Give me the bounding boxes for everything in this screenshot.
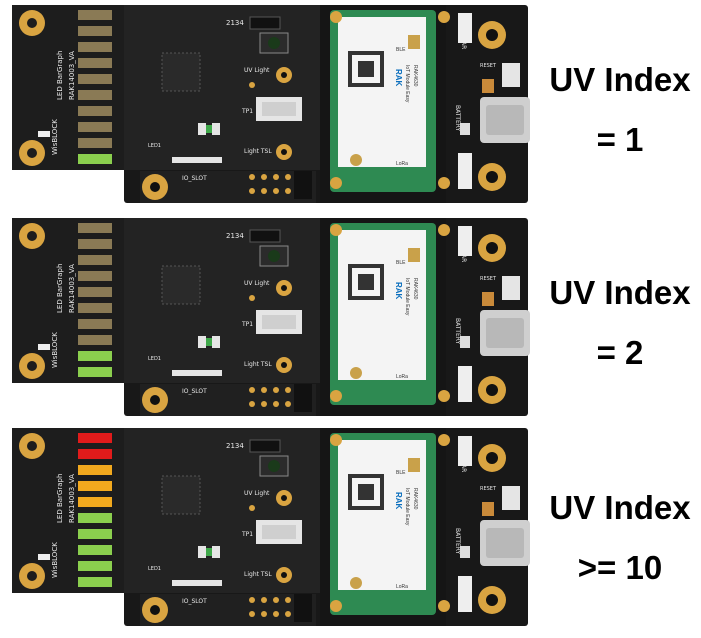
- led-segment-3: [78, 255, 112, 265]
- led-segment-10: [78, 577, 112, 587]
- led-segment-6: [78, 513, 112, 523]
- led-segment-5: [78, 74, 112, 84]
- led-segment-4: [78, 481, 112, 491]
- led-segment-4: [78, 271, 112, 281]
- svg-text:LED BarGraph: LED BarGraph: [56, 51, 64, 100]
- svg-text:RAK14003_VA: RAK14003_VA: [68, 51, 76, 100]
- svg-text:RAK14003_VA: RAK14003_VA: [68, 264, 76, 313]
- led-segment-9: [78, 138, 112, 148]
- svg-text:BLE: BLE: [396, 260, 406, 266]
- svg-text:2134: 2134: [226, 442, 244, 450]
- svg-text:RAK14003_VA: RAK14003_VA: [68, 474, 76, 523]
- led-segment-4: [78, 58, 112, 68]
- svg-text:BATTERY: BATTERY: [454, 528, 461, 555]
- led-segment-8: [78, 545, 112, 555]
- svg-text:IoT Module Easy: IoT Module Easy: [404, 278, 410, 316]
- caption-value: >= 10: [577, 549, 663, 586]
- svg-text:WisBLOCK: WisBLOCK: [51, 542, 59, 578]
- svg-text:BLE: BLE: [396, 47, 406, 53]
- board-row-2: LED BarGraph RAK14003_VA WisBLOCK 2134 U…: [0, 218, 701, 428]
- led-bar-segments: [78, 223, 112, 377]
- led-segment-7: [78, 106, 112, 116]
- svg-text:IoT Module Easy: IoT Module Easy: [404, 488, 410, 526]
- led-segment-9: [78, 561, 112, 571]
- svg-text:WisBLOCK: WisBLOCK: [51, 119, 59, 155]
- svg-text:BATTERY: BATTERY: [454, 105, 461, 132]
- wisblock-board-image: LED BarGraph RAK14003_VA WisBLOCK 2134 U…: [12, 428, 530, 626]
- svg-text:LED1: LED1: [148, 356, 161, 362]
- led-segment-7: [78, 529, 112, 539]
- svg-text:TP1: TP1: [241, 531, 253, 538]
- svg-text:2134: 2134: [226, 19, 244, 27]
- svg-text:RAK: RAK: [394, 492, 403, 510]
- svg-text:UV Light: UV Light: [244, 490, 270, 497]
- svg-text:BATTERY: BATTERY: [454, 318, 461, 345]
- svg-text:LED BarGraph: LED BarGraph: [56, 264, 64, 313]
- led-bar-segments: [78, 10, 112, 164]
- svg-text:RESET: RESET: [480, 486, 497, 492]
- uv-index-caption: UV Index = 1: [540, 50, 700, 170]
- svg-text:UV Light: UV Light: [244, 280, 270, 287]
- svg-text:IoT Module Easy: IoT Module Easy: [404, 65, 410, 103]
- svg-text:RESET: RESET: [480, 63, 497, 69]
- svg-text:RAK4630: RAK4630: [412, 65, 418, 87]
- led-segment-3: [78, 465, 112, 475]
- board-row-3: LED BarGraph RAK14003_VA WisBLOCK 2134 U…: [0, 428, 701, 638]
- caption-label: UV Index: [549, 274, 691, 311]
- led-segment-10: [78, 367, 112, 377]
- svg-text:IO_SLOT: IO_SLOT: [182, 175, 207, 182]
- svg-text:Light TSL: Light TSL: [244, 361, 272, 368]
- svg-text:BLE: BLE: [396, 470, 406, 476]
- led-segment-2: [78, 26, 112, 36]
- led-segment-1: [78, 223, 112, 233]
- caption-label: UV Index: [549, 61, 691, 98]
- svg-text:LED BarGraph: LED BarGraph: [56, 474, 64, 523]
- svg-text:IO_SLOT: IO_SLOT: [182, 598, 207, 605]
- led-segment-2: [78, 449, 112, 459]
- svg-text:Light TSL: Light TSL: [244, 571, 272, 578]
- svg-text:LoRa: LoRa: [396, 584, 408, 590]
- svg-text:LoRa: LoRa: [396, 161, 408, 167]
- svg-text:RAK4630: RAK4630: [412, 278, 418, 300]
- uv-index-caption: UV Index >= 10: [540, 478, 700, 598]
- svg-text:Light TSL: Light TSL: [244, 148, 272, 155]
- led-segment-8: [78, 335, 112, 345]
- caption-value: = 2: [596, 334, 644, 371]
- led-segment-9: [78, 351, 112, 361]
- led-segment-2: [78, 239, 112, 249]
- uv-index-caption: UV Index = 2: [540, 263, 700, 383]
- svg-text:RAK: RAK: [394, 282, 403, 300]
- svg-text:LoRa: LoRa: [396, 374, 408, 380]
- led-segment-3: [78, 42, 112, 52]
- svg-text:2134: 2134: [226, 232, 244, 240]
- led-segment-10: [78, 154, 112, 164]
- led-segment-7: [78, 319, 112, 329]
- svg-text:LED1: LED1: [148, 143, 161, 149]
- svg-text:TP1: TP1: [241, 321, 253, 328]
- led-segment-6: [78, 90, 112, 100]
- svg-text:UV Light: UV Light: [244, 67, 270, 74]
- led-segment-5: [78, 497, 112, 507]
- svg-text:LED1: LED1: [148, 566, 161, 572]
- svg-text:WisBLOCK: WisBLOCK: [51, 332, 59, 368]
- caption-value: = 1: [596, 121, 644, 158]
- svg-text:RAK4630: RAK4630: [412, 488, 418, 510]
- svg-text:IO_SLOT: IO_SLOT: [182, 388, 207, 395]
- svg-text:RESET: RESET: [480, 276, 497, 282]
- led-segment-1: [78, 10, 112, 20]
- wisblock-board-image: LED BarGraph RAK14003_VA WisBLOCK 2134 U…: [12, 5, 530, 203]
- led-bar-segments: [78, 433, 112, 587]
- led-segment-8: [78, 122, 112, 132]
- wisblock-board-image: LED BarGraph RAK14003_VA WisBLOCK 2134 U…: [12, 218, 530, 416]
- led-segment-1: [78, 433, 112, 443]
- led-segment-6: [78, 303, 112, 313]
- svg-text:RAK: RAK: [394, 69, 403, 87]
- led-segment-5: [78, 287, 112, 297]
- caption-label: UV Index: [549, 489, 691, 526]
- svg-text:TP1: TP1: [241, 108, 253, 115]
- board-row-1: LED BarGraph RAK14003_VA WisBLOCK 2134 U…: [0, 5, 701, 215]
